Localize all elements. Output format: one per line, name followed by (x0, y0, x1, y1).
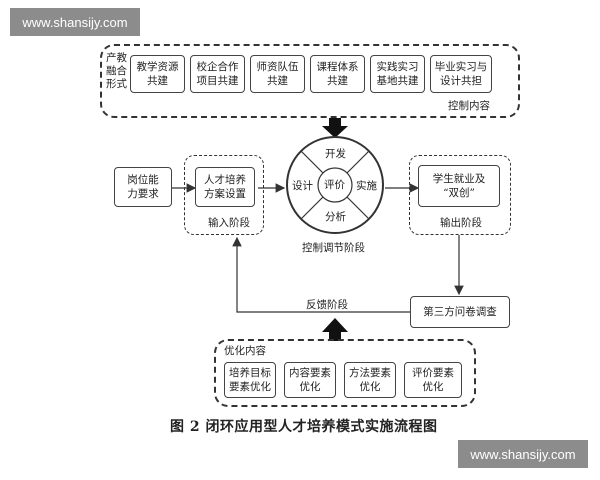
output-stage-label: 输出阶段 (440, 217, 482, 229)
output-box: 学生就业及 “双创” (418, 165, 500, 207)
top-item-3: 师资队伍 共建 (250, 55, 305, 93)
feedback-stage-label: 反馈阶段 (306, 299, 348, 311)
cycle-label-left: 设计 (292, 180, 313, 192)
optimize-item-4: 评价要素 优化 (404, 362, 462, 398)
optimize-item-1: 培养目标 要素优化 (224, 362, 276, 398)
top-item-6: 毕业实习与 设计共担 (430, 55, 492, 93)
input-stage-frame (184, 155, 264, 235)
figure-caption: 图 2 闭环应用型人才培养模式实施流程图 (170, 419, 438, 435)
input-stage-label: 输入阶段 (208, 217, 250, 229)
output-stage-frame (409, 155, 511, 235)
cycle-diagram (286, 136, 384, 234)
cycle-label-right: 实施 (356, 180, 377, 192)
big-up-arrow-bottom (322, 318, 348, 341)
cycle-label-bottom: 分析 (325, 211, 346, 223)
top-group-footer: 控制内容 (448, 100, 490, 112)
big-down-arrow-top (322, 118, 348, 138)
survey-box: 第三方问卷调查 (410, 296, 510, 328)
watermark-bottom: www.shansijy.com (458, 440, 588, 468)
cycle-label-center: 评价 (324, 179, 345, 191)
top-group-frame (100, 44, 520, 118)
optimize-group-frame (214, 339, 476, 407)
top-group-side-label: 产教 融合 形式 (106, 52, 127, 90)
input-box: 人才培养 方案设置 (195, 167, 255, 207)
optimize-item-2: 内容要素 优化 (284, 362, 336, 398)
top-item-4: 课程体系 共建 (310, 55, 365, 93)
cycle-label-top: 开发 (325, 148, 346, 160)
arrow-feedback-loop (232, 236, 410, 313)
optimize-item-3: 方法要素 优化 (344, 362, 396, 398)
source-box: 岗位能 力要求 (114, 167, 172, 207)
watermark-top: www.shansijy.com (10, 8, 140, 36)
cycle-stage-label: 控制调节阶段 (302, 242, 365, 254)
top-item-2: 校企合作 项目共建 (190, 55, 245, 93)
optimize-title: 优化内容 (224, 345, 266, 357)
top-item-5: 实践实习 基地共建 (370, 55, 425, 93)
top-item-1: 教学资源 共建 (130, 55, 185, 93)
